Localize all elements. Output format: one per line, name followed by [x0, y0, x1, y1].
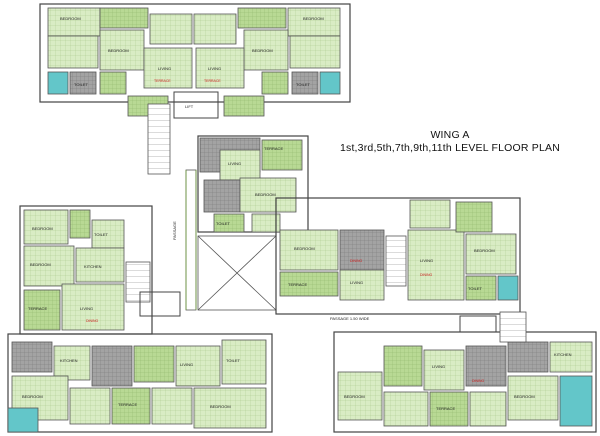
- svg-text:BEDROOM: BEDROOM: [108, 48, 129, 53]
- svg-text:BEDROOM: BEDROOM: [303, 16, 324, 21]
- svg-text:TERRACE: TERRACE: [28, 306, 47, 311]
- svg-text:BEDROOM: BEDROOM: [514, 394, 535, 399]
- svg-text:KITCHEN: KITCHEN: [84, 264, 102, 269]
- svg-text:TOILET: TOILET: [226, 358, 240, 363]
- plan-title-levels: 1st,3rd,5th,7th,9th,11th LEVEL FLOOR PLA…: [339, 142, 561, 154]
- plan-title: WING A 1st,3rd,5th,7th,9th,11th LEVEL FL…: [300, 129, 600, 155]
- svg-text:BEDROOM: BEDROOM: [210, 404, 231, 409]
- svg-text:BEDROOM: BEDROOM: [30, 262, 51, 267]
- plan-title-wing: WING A: [430, 129, 470, 141]
- passage-void: [185, 169, 277, 311]
- svg-text:KITCHEN: KITCHEN: [60, 358, 78, 363]
- svg-text:TOILET: TOILET: [94, 232, 108, 237]
- svg-text:TOILET: TOILET: [468, 286, 482, 291]
- passage-wide-label: PASSAGE 1.50 WIDE: [330, 316, 370, 321]
- passage-label: PASSAGE: [172, 221, 177, 240]
- svg-text:BEDROOM: BEDROOM: [60, 16, 81, 21]
- svg-text:BEDROOM: BEDROOM: [474, 248, 495, 253]
- svg-text:BEDROOM: BEDROOM: [22, 394, 43, 399]
- lift-right: [459, 315, 497, 333]
- svg-text:BEDROOM: BEDROOM: [32, 226, 53, 231]
- svg-text:LIVING: LIVING: [432, 364, 445, 369]
- flat-block-bottom-left: BEDROOM KITCHEN LIVING TOILET BEDROOM TE…: [7, 333, 273, 433]
- svg-text:BEDROOM: BEDROOM: [344, 394, 365, 399]
- flat-block-right: BEDROOM LIVING TERRACE LIVING BEDROOM TO…: [275, 197, 521, 315]
- svg-text:LIVING: LIVING: [350, 280, 363, 285]
- svg-text:TERRACE: TERRACE: [118, 402, 137, 407]
- svg-text:BEDROOM: BEDROOM: [255, 192, 276, 197]
- svg-text:DINING: DINING: [472, 379, 485, 383]
- lift-left: [139, 291, 181, 317]
- svg-text:LIVING: LIVING: [158, 66, 171, 71]
- flat-block-bottom-right: BEDROOM LIVING BEDROOM KITCHEN TERRACE D…: [333, 331, 597, 433]
- svg-text:TOILET: TOILET: [216, 221, 230, 226]
- svg-text:TERRACE: TERRACE: [288, 282, 307, 287]
- staircase-right: [499, 311, 527, 343]
- flat-block-top: BEDROOM BEDROOM BEDROOM BEDROOM LIVING L…: [39, 3, 351, 119]
- svg-text:TERRACE: TERRACE: [436, 406, 455, 411]
- svg-text:TERRACE: TERRACE: [154, 79, 171, 83]
- svg-text:DINING: DINING: [350, 259, 363, 263]
- svg-text:BEDROOM: BEDROOM: [252, 48, 273, 53]
- svg-text:DINING: DINING: [420, 273, 433, 277]
- staircase-top: [147, 103, 171, 175]
- svg-text:TOILET: TOILET: [296, 82, 310, 87]
- svg-text:LIVING: LIVING: [80, 306, 93, 311]
- flat-block-left: BEDROOM TOILET BEDROOM KITCHEN LIVING TE…: [19, 205, 153, 335]
- svg-text:DINING: DINING: [86, 319, 99, 323]
- svg-text:TERRACE: TERRACE: [204, 79, 221, 83]
- svg-text:TOILET: TOILET: [74, 82, 88, 87]
- svg-text:LIVING: LIVING: [180, 362, 193, 367]
- flat-block-centre: LIVING TERRACE BEDROOM TOILET: [197, 135, 309, 233]
- svg-text:KITCHEN: KITCHEN: [554, 352, 572, 357]
- svg-text:BEDROOM: BEDROOM: [294, 246, 315, 251]
- svg-text:LIFT: LIFT: [185, 104, 194, 109]
- svg-text:LIVING: LIVING: [228, 161, 241, 166]
- svg-text:TERRACE: TERRACE: [264, 146, 283, 151]
- svg-text:LIVING: LIVING: [208, 66, 221, 71]
- svg-text:LIVING: LIVING: [420, 258, 433, 263]
